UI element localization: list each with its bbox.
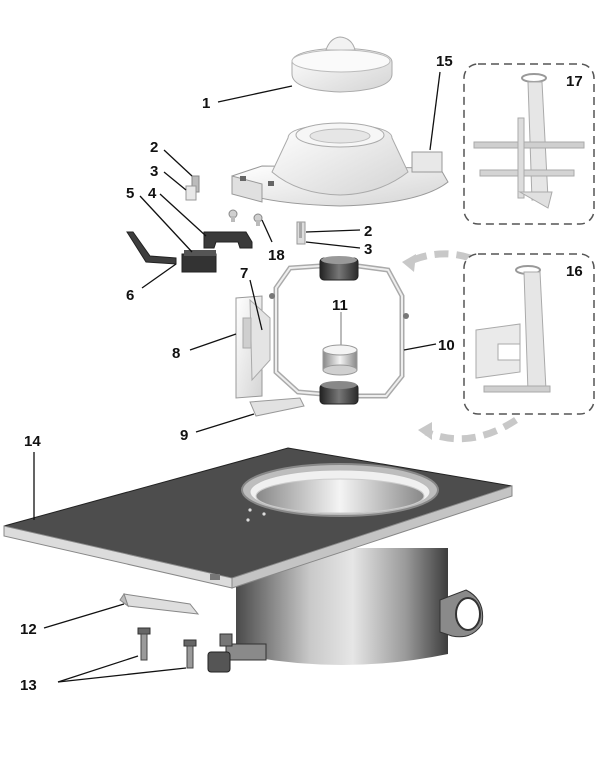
part-12-angle-bracket [119, 592, 200, 615]
leader-lines [33, 71, 441, 683]
part-13-bolts [137, 627, 197, 669]
part-8-guide-bracket [235, 295, 271, 399]
callout-2-left: 2 [150, 139, 158, 156]
part-10-wire-frame [269, 256, 409, 405]
side-port [439, 589, 484, 638]
part-1-top-cap [291, 36, 393, 93]
callout-16: 16 [566, 263, 583, 280]
callout-12: 12 [20, 621, 37, 638]
callout-4: 4 [148, 185, 157, 202]
part-14-base-assembly [3, 447, 513, 673]
callout-5: 5 [126, 185, 134, 202]
callout-10: 10 [438, 337, 455, 354]
callout-2-right: 2 [364, 223, 372, 240]
callout-14: 14 [24, 433, 41, 450]
part-18-screws [228, 209, 263, 226]
callout-11: 11 [332, 297, 348, 314]
part-4-bracket [203, 231, 253, 249]
callout-1: 1 [202, 95, 210, 112]
rotation-arrows [402, 250, 518, 443]
callout-3-left: 3 [150, 163, 158, 180]
callout-7: 7 [240, 265, 248, 282]
drain-fitting [207, 633, 267, 673]
part-15-shroud [231, 122, 449, 207]
part-5-block [181, 250, 217, 273]
callout-6: 6 [126, 287, 134, 304]
callout-18: 18 [268, 247, 285, 264]
callout-17: 17 [566, 73, 583, 90]
part-6-allen-key [126, 231, 177, 265]
part-2-3-right-clip [296, 221, 306, 245]
detail-17-box [463, 63, 595, 225]
detail-16-box [463, 253, 595, 415]
callout-15: 15 [436, 53, 453, 70]
callout-8: 8 [172, 345, 180, 362]
callout-labels: 1 2 3 4 5 6 7 8 9 10 11 2 3 12 13 14 15 … [20, 53, 583, 694]
callout-9: 9 [180, 427, 188, 444]
part-9-plate [249, 397, 305, 417]
callout-3-right: 3 [364, 241, 372, 258]
callout-13: 13 [20, 677, 37, 694]
part-11-bushing [322, 312, 358, 376]
part-2-3-left-clip [185, 175, 200, 201]
